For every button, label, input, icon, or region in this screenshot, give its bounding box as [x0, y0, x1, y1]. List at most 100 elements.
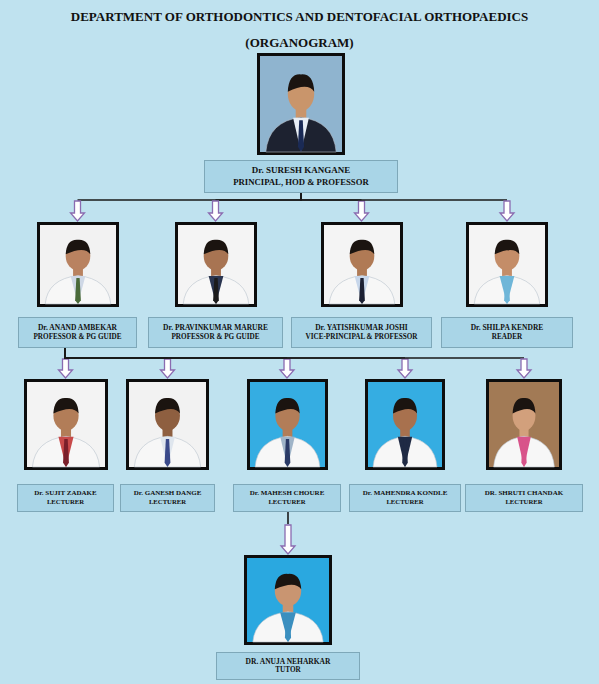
shirt [500, 276, 515, 304]
arrow-head [355, 201, 369, 221]
connector [301, 193, 514, 221]
photo-frame [244, 555, 332, 645]
connector-line [287, 512, 289, 524]
photo-background [27, 382, 105, 467]
photo-frame [126, 379, 209, 470]
shirt [160, 437, 175, 467]
portrait-photo [466, 222, 548, 307]
connector [65, 348, 294, 378]
tie [75, 278, 81, 304]
portrait-photo [126, 379, 209, 470]
tie [284, 439, 290, 467]
person-role: TUTOR [275, 666, 300, 675]
arrow-head [71, 201, 85, 221]
coat [183, 276, 249, 304]
photo-frame [175, 222, 257, 307]
hair [349, 240, 374, 254]
connector-line [301, 193, 362, 200]
hair [155, 398, 180, 414]
tie [63, 439, 69, 467]
coat [32, 436, 99, 467]
person-name: Dr. MAHESH CHOURE [250, 489, 325, 498]
hair [288, 74, 314, 91]
person-name: Dr. SHILPA KENDRE [471, 323, 544, 332]
person-role: PROFESSOR & PG GUIDE [33, 333, 121, 342]
portrait-photo [247, 379, 328, 470]
portrait-photo [365, 379, 445, 470]
coat [45, 276, 111, 304]
name-box: DR. ANUJA NEHARKARTUTOR [216, 652, 360, 680]
person-role: LECTURER [505, 498, 542, 506]
person-card: Dr. MAHESH CHOURELECTURER [233, 379, 341, 512]
portrait-photo [486, 379, 562, 470]
coat [253, 612, 323, 642]
person-role: READER [492, 333, 522, 342]
portrait-photo [24, 379, 108, 470]
person-role: LECTURER [386, 498, 423, 506]
arrow-head [398, 359, 412, 378]
tie [285, 614, 291, 642]
name-box: Dr. MAHENDRA KONDLELECTURER [349, 484, 461, 512]
arrow-head [517, 359, 531, 378]
person-card: DR. SHRUTI CHANDAKLECTURER [465, 379, 583, 512]
photo-background [247, 558, 329, 642]
shirt [208, 276, 223, 304]
person-role: PRINCIPAL, HOD & PROFESSOR [233, 177, 368, 188]
shirt [354, 276, 369, 304]
connector [65, 348, 531, 378]
person-role: LECTURER [149, 498, 186, 506]
coat [134, 436, 200, 467]
hair [53, 398, 78, 414]
person-name: Dr. GANESH DANGE [134, 489, 202, 498]
person-role: LECTURER [47, 498, 84, 506]
connector-line [65, 348, 287, 358]
connector [65, 348, 175, 378]
connector [281, 512, 295, 554]
arrow-head [500, 201, 514, 221]
connector [301, 193, 369, 221]
portrait-photo [175, 222, 257, 307]
name-box: Dr. SHILPA KENDREREADER [441, 317, 573, 348]
portrait-photo [257, 53, 345, 155]
coat [329, 276, 395, 304]
connector-line [78, 193, 302, 200]
photo-background [469, 225, 545, 304]
person-card: Dr. YATISHKUMAR JOSHIVICE-PRINCIPAL & PR… [291, 222, 432, 348]
person-role: VICE-PRINCIPAL & PROFESSOR [305, 333, 417, 342]
tie [165, 439, 171, 467]
coat [474, 276, 540, 304]
photo-background [368, 382, 442, 467]
person-card: Dr. SURESH KANGANEPRINCIPAL, HOD & PROFE… [204, 53, 398, 193]
photo-background [129, 382, 206, 467]
connector-line [216, 193, 302, 200]
connector [65, 348, 412, 378]
person-name: DR. ANUJA NEHARKAR [246, 657, 331, 666]
name-box: DR. SHRUTI CHANDAKLECTURER [465, 484, 583, 512]
shirt [280, 612, 296, 642]
hair [495, 240, 520, 254]
name-box: Dr. MAHESH CHOURELECTURER [233, 484, 341, 512]
name-box: Dr. ANAND AMBEKARPROFESSOR & PG GUIDE [18, 317, 137, 348]
photo-frame [37, 222, 119, 307]
photo-background [324, 225, 400, 304]
hair [275, 398, 299, 414]
photo-frame [466, 222, 548, 307]
hair [275, 574, 301, 589]
connector [71, 193, 302, 221]
photo-background [260, 56, 342, 152]
name-box: Dr. SUJIT ZADAKELECTURER [17, 484, 114, 512]
person-name: Dr. PRAVINKUMAR MARURE [163, 323, 268, 332]
connector-line [65, 348, 168, 358]
arrow-head [161, 359, 175, 378]
tie [213, 278, 219, 304]
photo-frame [365, 379, 445, 470]
shirt [398, 437, 412, 467]
person-name: Dr. YATISHKUMAR JOSHI [315, 323, 408, 332]
person-card: DR. ANUJA NEHARKARTUTOR [216, 555, 360, 680]
hair [65, 240, 90, 254]
person-card: Dr. SHILPA KENDREREADER [441, 222, 573, 348]
person-name: Dr. MAHENDRA KONDLE [363, 489, 448, 498]
hair [393, 398, 417, 414]
title-text: DEPARTMENT OF ORTHODONTICS AND DENTOFACI… [0, 9, 599, 25]
